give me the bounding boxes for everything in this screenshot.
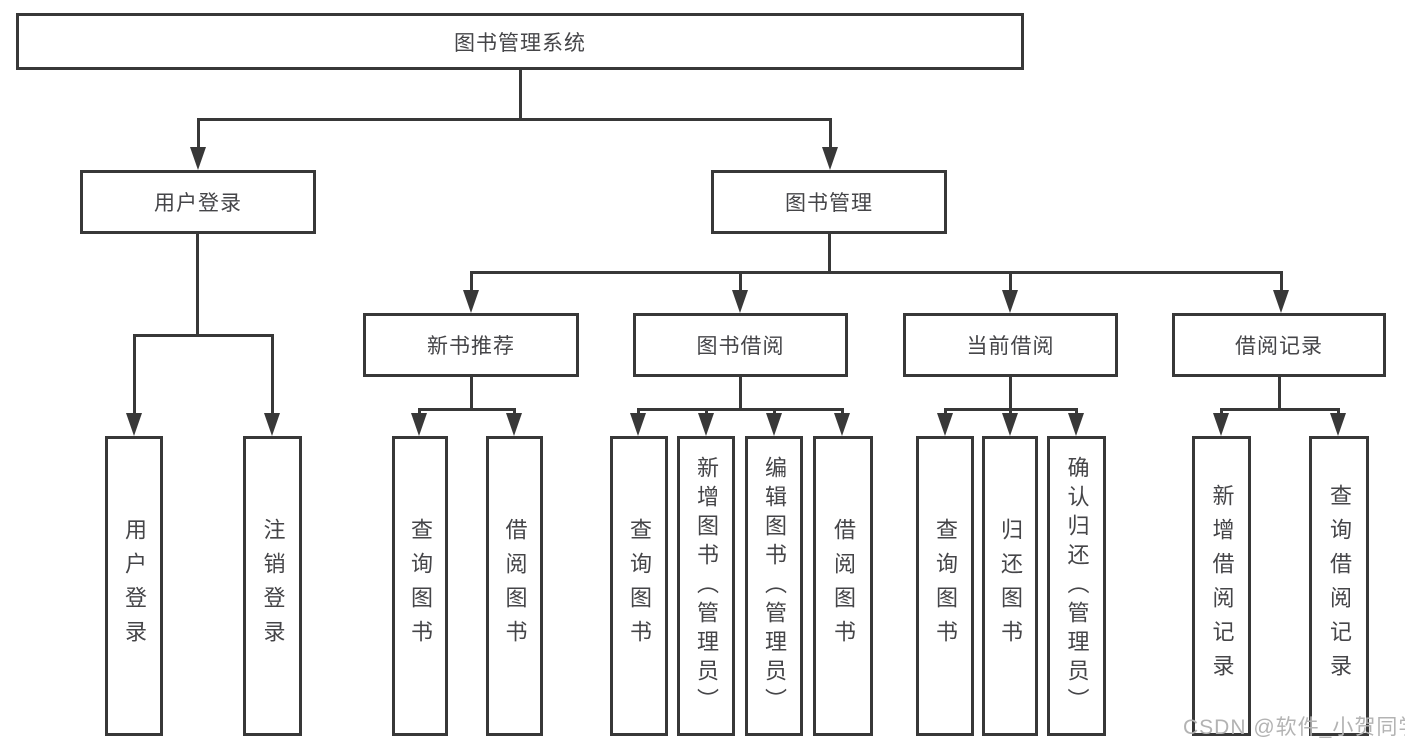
node-label: 查询图书 [627, 518, 652, 654]
arrow-down-icon [463, 290, 479, 313]
leaf-query-books: 查询图书 [610, 436, 668, 736]
connector-line [197, 118, 832, 121]
connector-line [133, 334, 136, 416]
arrow-down-icon [698, 413, 714, 436]
node-label: 编辑图书（管理员） [762, 455, 787, 717]
arrow-down-icon [732, 290, 748, 313]
connector-line [197, 118, 200, 152]
node-label: 确认归还（管理员） [1064, 455, 1090, 717]
node-book-management: 图书管理 [711, 170, 947, 234]
connector-line [271, 334, 274, 416]
arrow-down-icon [1330, 413, 1346, 436]
connector-line [1280, 271, 1283, 295]
arrow-down-icon [506, 413, 522, 436]
node-label: 注销登录 [260, 518, 286, 654]
leaf-add-books-admin: 新增图书（管理员） [677, 436, 735, 736]
node-label: 图书借阅 [696, 335, 785, 358]
node-new-book-recommend: 新书推荐 [363, 313, 579, 377]
leaf-borrow-books: 借阅图书 [486, 436, 543, 736]
connector-line [828, 234, 831, 274]
arrow-down-icon [822, 147, 838, 170]
arrow-down-icon [411, 413, 427, 436]
node-book-borrowing: 图书借阅 [633, 313, 848, 377]
leaf-return-books: 归还图书 [982, 436, 1038, 736]
node-label: 新增图书（管理员） [694, 455, 719, 717]
node-label: 当前借阅 [966, 335, 1055, 358]
arrow-down-icon [264, 413, 280, 436]
connector-line [133, 334, 274, 337]
connector-line [637, 408, 844, 411]
connector-line [739, 377, 742, 409]
connector-line [519, 69, 522, 119]
node-current-borrowing: 当前借阅 [903, 313, 1118, 377]
arrow-down-icon [1213, 413, 1229, 436]
arrow-down-icon [1273, 290, 1289, 313]
node-label: 新增借阅记录 [1209, 484, 1235, 688]
arrow-down-icon [1002, 413, 1018, 436]
node-label: 用户登录 [154, 192, 242, 215]
arrow-down-icon [190, 147, 206, 170]
node-label: 图书管理 [785, 192, 873, 215]
connector-line [418, 408, 516, 411]
connector-line [470, 271, 473, 295]
connector-line [470, 271, 1282, 274]
leaf-query-borrow-record: 查询借阅记录 [1309, 436, 1369, 736]
connector-line [829, 118, 832, 152]
leaf-confirm-return-admin: 确认归还（管理员） [1047, 436, 1106, 736]
connector-line [1009, 271, 1012, 295]
node-label: 查询借阅记录 [1327, 484, 1352, 688]
node-label: 查询图书 [408, 518, 433, 654]
node-label: 借阅记录 [1235, 335, 1323, 358]
connector-line [470, 377, 473, 409]
connector-line [196, 234, 199, 336]
connector-line [739, 271, 742, 295]
node-label: 借阅图书 [502, 518, 528, 654]
node-label: 用户登录 [122, 518, 147, 654]
node-label: 图书管理系统 [454, 31, 586, 55]
leaf-add-borrow-record: 新增借阅记录 [1192, 436, 1251, 736]
arrow-down-icon [630, 413, 646, 436]
node-label: 归还图书 [998, 518, 1023, 654]
arrow-down-icon [937, 413, 953, 436]
node-label: 新书推荐 [427, 335, 515, 358]
arrow-down-icon [126, 413, 142, 436]
leaf-query-books: 查询图书 [392, 436, 448, 736]
connector-line [1220, 408, 1340, 411]
leaf-edit-books-admin: 编辑图书（管理员） [745, 436, 803, 736]
arrow-down-icon [766, 413, 782, 436]
connector-line [1009, 377, 1012, 409]
leaf-borrow-books: 借阅图书 [813, 436, 873, 736]
leaf-query-books: 查询图书 [916, 436, 974, 736]
node-user-login: 用户登录 [80, 170, 316, 234]
leaf-logout: 注销登录 [243, 436, 302, 736]
arrow-down-icon [834, 413, 850, 436]
node-borrowing-records: 借阅记录 [1172, 313, 1386, 377]
watermark: CSDN @软件_小贺同学 [1183, 716, 1405, 739]
connector-line [1278, 377, 1281, 409]
node-label: 查询图书 [933, 518, 958, 654]
node-library-system: 图书管理系统 [16, 13, 1024, 70]
arrow-down-icon [1068, 413, 1084, 436]
leaf-user-login: 用户登录 [105, 436, 163, 736]
node-label: 借阅图书 [831, 518, 856, 654]
arrow-down-icon [1002, 290, 1018, 313]
